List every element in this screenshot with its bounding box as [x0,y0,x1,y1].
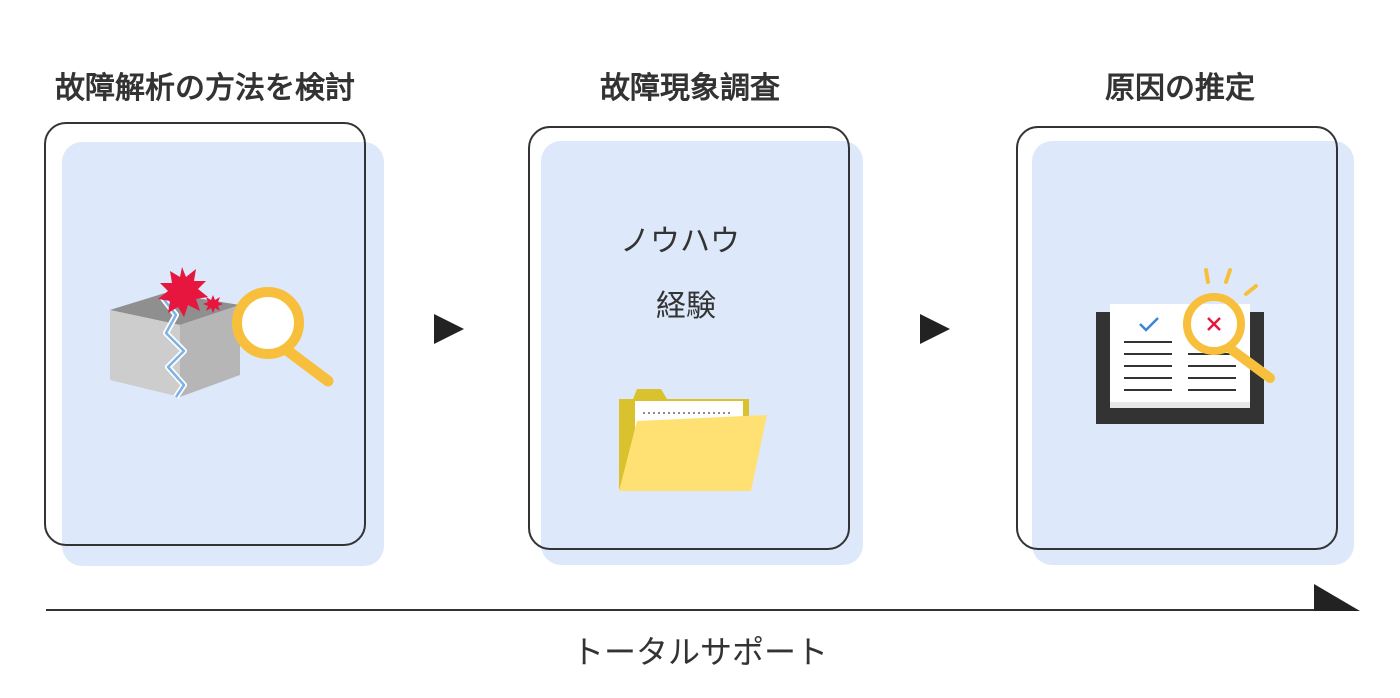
arrow-right-icon-2 [920,314,950,344]
card-background-2 [541,141,863,565]
card-frame-1 [44,122,366,546]
total-support-label: トータルサポート [571,633,828,671]
experience-label: 経験 [656,289,716,324]
card-frame-2 [528,126,850,550]
arrow-right-icon-1 [434,314,464,344]
step-title-3: 原因の推定 [1105,71,1255,106]
broken-box-magnifier-icon [110,267,334,399]
folder-icon [619,389,767,491]
card-frame-3 [1016,126,1338,550]
book-magnifier-icon [1096,268,1275,424]
knowhow-label: ノウハウ [620,224,740,259]
timeline-arrow [46,584,1360,611]
step-title-1: 故障解析の方法を検討 [55,71,355,106]
step-title-2: 故障現象調査 [600,71,780,106]
